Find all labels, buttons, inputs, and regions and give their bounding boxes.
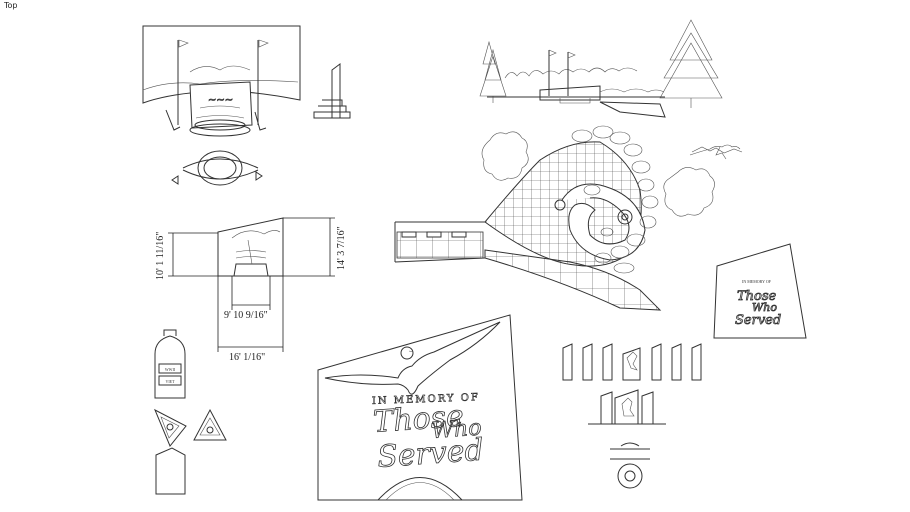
svg-text:~~~: ~~~	[208, 95, 233, 106]
view-label: Top	[4, 1, 18, 10]
dim-left-height: 10' 1 11/16"	[155, 232, 166, 280]
plaque-line3: Who	[431, 416, 483, 444]
monument-front-elevation[interactable]	[588, 389, 666, 425]
plaque-line1: IN MEMORY OF	[372, 392, 480, 407]
memorial-perspective-view[interactable]: ~~~	[142, 25, 301, 137]
side-profile-elevation[interactable]	[313, 63, 351, 119]
small-sign-line3: Who	[752, 301, 777, 314]
plate-wwii: WWII	[165, 367, 176, 372]
pillar-elevation[interactable]	[154, 329, 186, 399]
dim-outer-width: 16' 1/16"	[229, 352, 265, 363]
landscape-site-plan[interactable]	[394, 125, 743, 311]
triangle-markers[interactable]	[154, 408, 227, 495]
pillar-row-elevation[interactable]	[562, 343, 702, 381]
dim-right-height: 14' 3 7/16"	[336, 226, 347, 270]
plaque-line4: Served	[376, 433, 485, 475]
dim-inner-width: 9' 10 9/16"	[224, 310, 268, 321]
dimensioned-elevation[interactable]	[168, 217, 335, 352]
small-sign-line4: Served	[735, 313, 781, 328]
plaque-line2: Those	[372, 399, 465, 440]
site-perspective[interactable]	[479, 19, 723, 118]
decorative-eagle-sketch	[689, 144, 741, 160]
monument-plan-rings[interactable]	[610, 442, 650, 489]
small-memorial-sign[interactable]	[713, 243, 807, 339]
small-sign-line2: Those	[737, 289, 777, 304]
plate-viet: VIET	[165, 379, 175, 384]
small-sign-line1: IN MEMORY OF	[742, 279, 772, 284]
memorial-plan-view[interactable]	[171, 150, 263, 186]
memorial-plaque[interactable]	[317, 314, 523, 501]
